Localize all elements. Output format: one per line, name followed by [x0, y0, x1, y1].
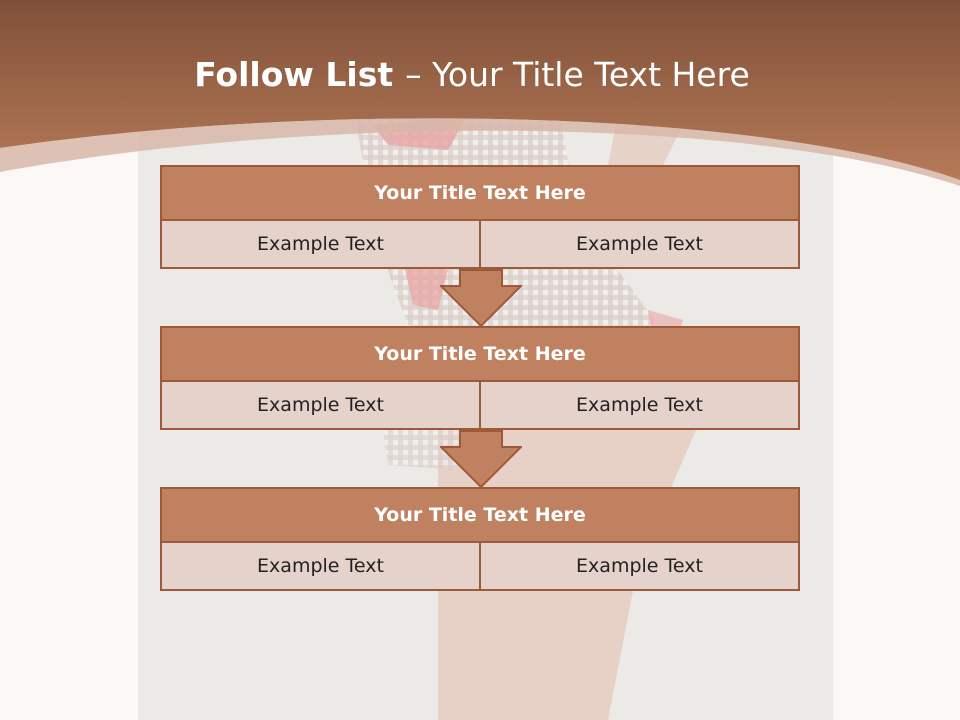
- list-block-cell-left: Example Text: [160, 541, 481, 591]
- list-block-row: Example Text Example Text: [160, 380, 800, 430]
- list-block-row: Example Text Example Text: [160, 219, 800, 269]
- list-block-cell-right: Example Text: [479, 541, 800, 591]
- list-block-cell-left: Example Text: [160, 219, 481, 269]
- list-block-1: Your Title Text Here Example Text Exampl…: [160, 165, 800, 269]
- slide-title-rest: – Your Title Text Here: [405, 55, 750, 94]
- list-block-row: Example Text Example Text: [160, 541, 800, 591]
- list-block-title: Your Title Text Here: [160, 326, 800, 382]
- slide-title: Follow List – Your Title Text Here: [0, 52, 944, 98]
- header-band: [0, 0, 960, 186]
- list-block-title: Your Title Text Here: [160, 487, 800, 543]
- list-block-title: Your Title Text Here: [160, 165, 800, 221]
- list-block-2: Your Title Text Here Example Text Exampl…: [160, 326, 800, 430]
- down-arrow-icon: [440, 430, 522, 489]
- list-block-3: Your Title Text Here Example Text Exampl…: [160, 487, 800, 591]
- slide-title-bold: Follow List: [194, 55, 394, 94]
- list-block-cell-right: Example Text: [479, 380, 800, 430]
- list-block-cell-right: Example Text: [479, 219, 800, 269]
- list-block-cell-left: Example Text: [160, 380, 481, 430]
- down-arrow-icon: [440, 269, 522, 328]
